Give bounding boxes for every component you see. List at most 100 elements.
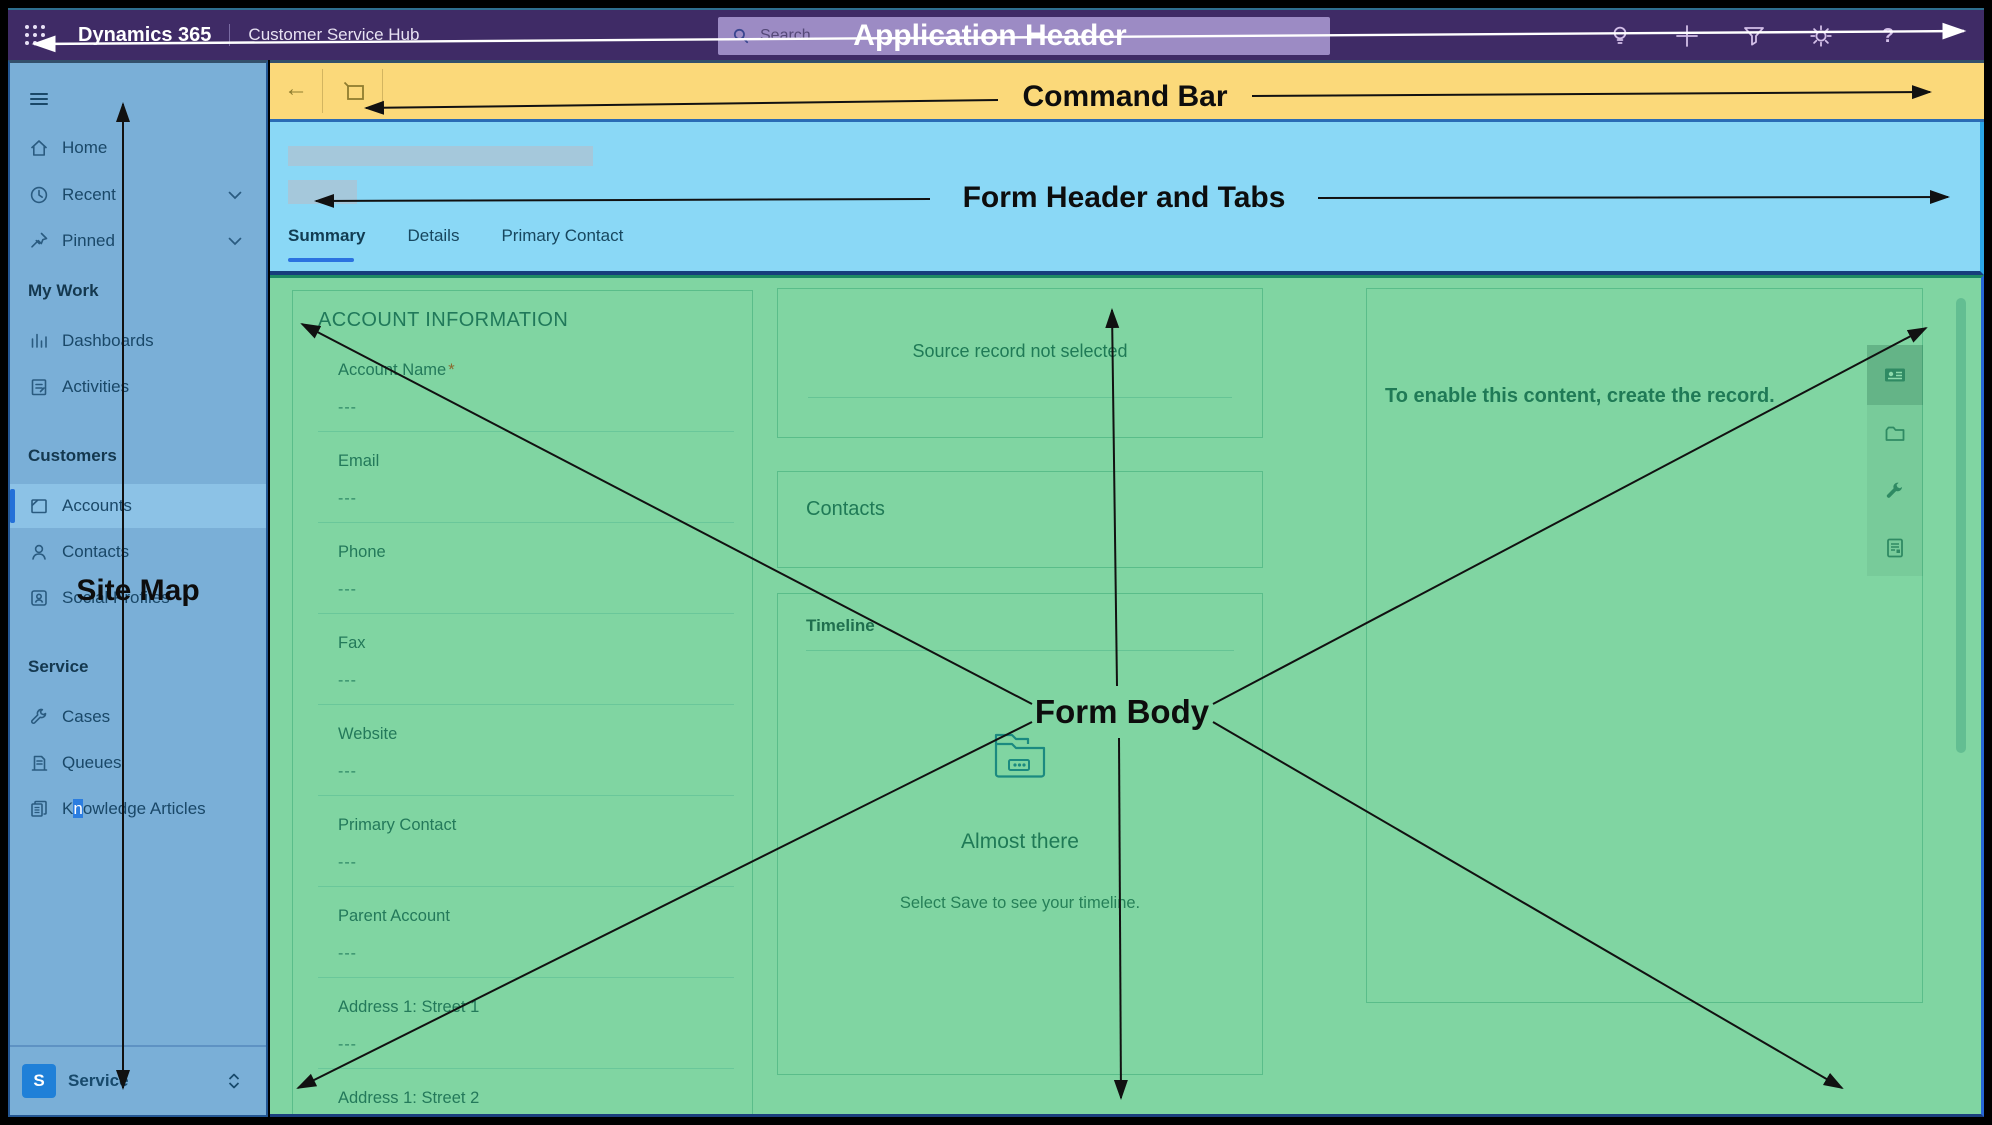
sidebar-item-label: Dashboards [62, 331, 154, 350]
folder-view-icon[interactable] [1867, 405, 1923, 462]
sidebar-item-label: Queues [62, 753, 122, 772]
sidebar-item-label: Knowledge Articles [62, 799, 206, 818]
field-list: Account Name* --- Email --- Phone --- Fa… [318, 361, 734, 1114]
record-title-placeholder [288, 146, 593, 166]
sidebar-item-social-profiles[interactable]: Social Profiles [10, 576, 266, 620]
field-value[interactable]: --- [338, 399, 357, 416]
form-header: Summary Details Primary Contact [270, 122, 1984, 275]
app-name[interactable]: Customer Service Hub [248, 25, 420, 44]
chevron-down-icon[interactable] [226, 186, 244, 204]
search-box[interactable] [718, 17, 1330, 55]
field-website: Website --- [318, 725, 734, 816]
dashboards-icon [31, 333, 47, 348]
command-bar-divider [322, 69, 323, 113]
sidebar-item-contacts[interactable]: Contacts [10, 530, 266, 574]
lightbulb-icon[interactable] [1606, 22, 1634, 50]
area-label: Service [68, 1071, 129, 1090]
social-profiles-icon [31, 590, 47, 606]
form-tabs: Summary Details Primary Contact [288, 226, 623, 246]
form-page-icon[interactable] [342, 79, 368, 105]
field-value[interactable]: --- [338, 490, 357, 507]
field-parent-account: Parent Account --- [318, 907, 734, 998]
tools-wrench-icon[interactable] [1867, 462, 1923, 519]
related-content-message: To enable this content, create the recor… [1385, 385, 1775, 407]
timeline-empty-hint: Select Save to see your timeline. [899, 894, 1141, 912]
settings-gear-icon[interactable] [1807, 22, 1835, 50]
field-value[interactable]: --- [338, 763, 357, 780]
tab-summary[interactable]: Summary [288, 226, 366, 245]
text-selection-highlight: n [73, 799, 83, 818]
sidebar-item-accounts[interactable]: Accounts [10, 484, 266, 528]
header-divider [229, 24, 231, 46]
selected-indicator [10, 489, 15, 523]
back-icon[interactable]: ← [284, 75, 308, 102]
sidebar-group-service: Service [28, 657, 89, 676]
sidebar-item-label: Recent [62, 185, 116, 204]
field-label: Address 1: Street 1 [338, 998, 480, 1016]
field-value[interactable]: --- [338, 945, 357, 962]
source-record-card: Source record not selected [777, 288, 1263, 438]
area-initial-tile: S [22, 1064, 56, 1098]
sidebar-item-knowledge-articles[interactable]: Knowledge Articles [10, 787, 266, 831]
contacts-icon [32, 544, 46, 560]
sidebar-item-label: Accounts [62, 496, 132, 515]
search-input[interactable] [758, 26, 962, 46]
accounts-icon [31, 499, 47, 514]
sidebar-item-pinned[interactable]: Pinned [10, 219, 266, 263]
active-tab-underline [288, 258, 354, 262]
application-header: Dynamics 365 Customer Service Hub [8, 8, 1984, 60]
account-information-section: ACCOUNT INFORMATION Account Name* --- Em… [292, 290, 753, 1114]
app-launcher-waffle-icon[interactable] [22, 22, 48, 48]
sidebar-item-queues[interactable]: Queues [10, 741, 266, 785]
field-label: Account Name [338, 361, 447, 379]
article-view-icon[interactable] [1867, 519, 1923, 576]
contacts-card-title: Contacts [806, 498, 885, 520]
field-value[interactable]: --- [338, 1036, 357, 1053]
timeline-title: Timeline [806, 616, 875, 635]
required-asterisk: * [448, 361, 455, 379]
record-subtitle-placeholder [288, 180, 357, 204]
business-card-view-icon[interactable] [1867, 345, 1923, 405]
timeline-empty-title: Almost there [961, 830, 1079, 853]
help-icon[interactable]: ? [1881, 24, 1895, 47]
area-switcher[interactable]: S Service [10, 1045, 266, 1115]
sidebar-item-label: Activities [62, 377, 130, 396]
field-label: Phone [338, 543, 386, 561]
header-icon-group: ? [1606, 10, 1902, 62]
field-fax: Fax --- [318, 634, 734, 725]
sidebar-item-cases[interactable]: Cases [10, 695, 266, 739]
card-divider [808, 397, 1232, 398]
brand-title[interactable]: Dynamics 365 [78, 23, 212, 46]
activities-icon [31, 379, 47, 396]
tab-details[interactable]: Details [407, 226, 460, 245]
source-record-message: Source record not selected [912, 341, 1128, 361]
card-divider [806, 650, 1234, 651]
knowledge-articles-icon [31, 800, 47, 817]
field-value[interactable]: --- [338, 672, 357, 689]
sidebar-item-label: Pinned [62, 231, 115, 250]
field-address1-street1: Address 1: Street 1 --- [318, 998, 734, 1089]
timeline-empty-folder-icon [778, 724, 1262, 782]
up-down-chevron-icon [228, 1073, 240, 1089]
sidebar-item-home[interactable]: Home [10, 126, 266, 170]
queues-icon [31, 755, 48, 771]
sidebar-item-activities[interactable]: Activities [10, 365, 266, 409]
field-value[interactable]: --- [338, 854, 357, 871]
field-label: Email [338, 452, 380, 470]
sidebar-item-recent[interactable]: Recent [10, 173, 266, 217]
tab-primary-contact[interactable]: Primary Contact [501, 226, 624, 245]
filter-icon[interactable] [1740, 22, 1768, 50]
field-value[interactable]: --- [338, 581, 357, 598]
sidebar-item-label: Cases [62, 707, 111, 726]
home-icon [30, 140, 48, 156]
command-bar: ← [270, 60, 1984, 122]
chevron-down-icon[interactable] [226, 232, 244, 250]
command-bar-divider [382, 69, 383, 113]
sidebar-item-dashboards[interactable]: Dashboards [10, 319, 266, 363]
field-account-name: Account Name* --- [318, 361, 734, 452]
field-label: Address 1: Street 2 [338, 1089, 480, 1107]
collapse-sitemap-button[interactable] [10, 77, 266, 121]
add-icon[interactable] [1673, 22, 1701, 50]
timeline-card: Timeline Almost there Select Save to see… [777, 593, 1263, 1075]
vertical-scrollbar[interactable] [1956, 298, 1966, 753]
